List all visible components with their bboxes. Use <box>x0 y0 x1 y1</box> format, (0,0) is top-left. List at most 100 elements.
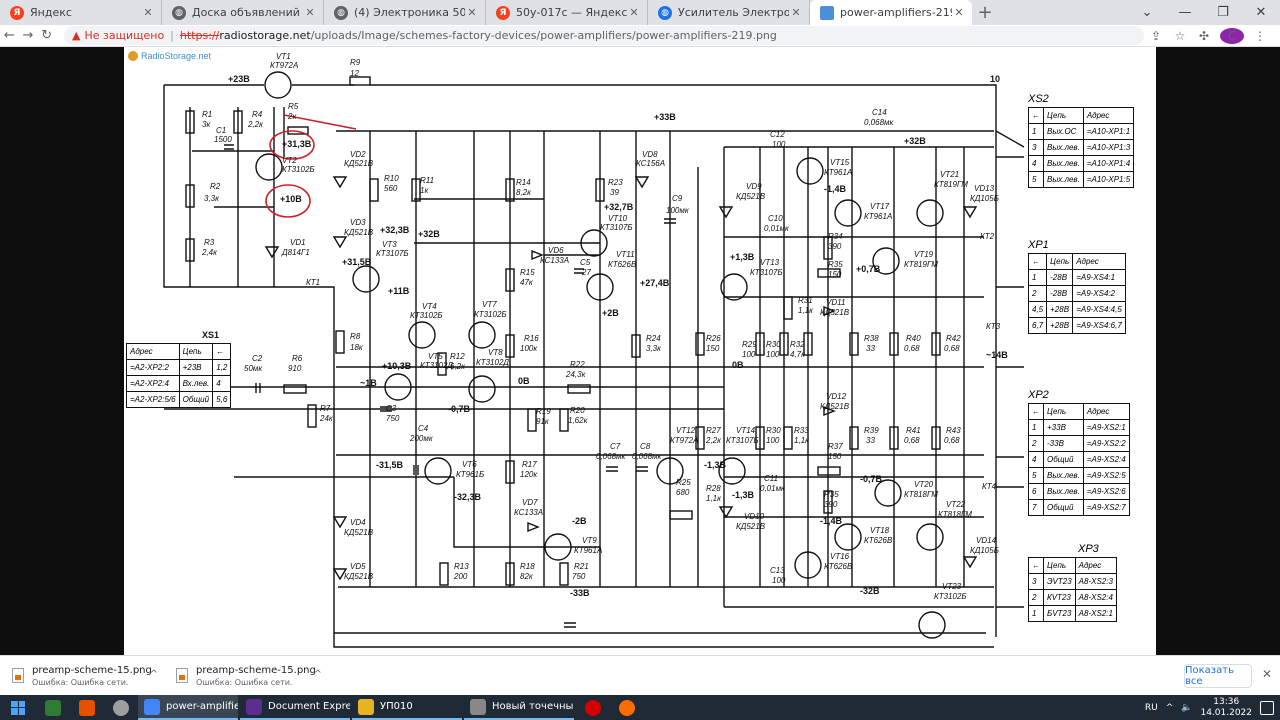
schematic-label: КД521В <box>344 228 374 237</box>
tab-5[interactable]: power-amplifiers-219.png (2353✕ <box>810 0 972 25</box>
not-secure-label[interactable]: Не защищено <box>84 29 165 42</box>
table-row: 4,5+28В=А9-XS4:4,5 <box>1027 301 1126 318</box>
taskbar-app-settings[interactable] <box>104 695 138 720</box>
table-cell: +28В <box>1046 301 1074 318</box>
schematic-label: КТ819ГМ <box>904 260 938 269</box>
notifications-icon[interactable] <box>1260 700 1274 715</box>
table-cell: =А9-XS2:7 <box>1082 499 1130 516</box>
tab-title: Яндекс <box>30 6 72 19</box>
close-window-button[interactable]: ✕ <box>1255 5 1267 20</box>
clock[interactable]: 13:36 14.01.2022 <box>1200 697 1252 718</box>
tab-close-icon[interactable]: ✕ <box>791 6 801 19</box>
schematic-label: VD14 <box>976 536 997 545</box>
language-indicator[interactable]: RU <box>1144 702 1158 713</box>
reload-button[interactable]: ↻ <box>41 28 53 43</box>
schematic-label: VD10 <box>744 512 765 521</box>
tab-close-icon[interactable]: ✕ <box>143 6 153 19</box>
download-status: Ошибка: Ошибка сети. <box>32 677 129 687</box>
taskbar-window-title: УП010 <box>380 701 413 712</box>
taskbar-app-monitor[interactable] <box>36 695 70 720</box>
volume-icon[interactable]: 🔈 <box>1181 702 1193 713</box>
table-cell: 1 <box>1028 605 1044 622</box>
menu-kebab-icon[interactable]: ⋮ <box>1254 28 1267 43</box>
share-icon[interactable]: ⇪ <box>1150 28 1162 43</box>
address-bar[interactable]: ▲ Не защищено | https:// radiostorage.ne… <box>64 26 1145 45</box>
minimize-button[interactable]: — <box>1178 5 1192 20</box>
schematic-label: 100мк <box>666 206 689 215</box>
windows-taskbar: power-amplifiers-...Document Expres... УП… <box>0 695 1280 720</box>
table-row: 1+33В=А9-XS2:1 <box>1028 419 1130 436</box>
taskbar-window-2[interactable]: УП010 <box>352 695 462 720</box>
table-cell: А8-XS2:4 <box>1074 589 1117 606</box>
table-cell: =А9-XS2:2 <box>1082 435 1130 452</box>
schematic-label: -1,3В <box>704 460 727 470</box>
watermark-logo-icon <box>128 51 138 61</box>
forward-button[interactable]: → <box>22 28 34 43</box>
start-button[interactable] <box>0 695 36 720</box>
schematic-label: КД521В <box>736 192 766 201</box>
tab-2[interactable]: ◍(4) Электроника 50У-017С наст✕ <box>324 0 486 25</box>
app-icon <box>144 698 160 715</box>
schematic-label: КС133А <box>540 256 570 265</box>
schematic-label: 12 <box>350 69 359 78</box>
tab-close-icon[interactable]: ✕ <box>629 6 639 19</box>
warning-icon[interactable]: ▲ <box>72 29 81 42</box>
tab-close-icon[interactable]: ✕ <box>467 6 477 19</box>
schematic-label: КД521В <box>344 572 374 581</box>
schematic-label: 18к <box>350 343 363 352</box>
table-cell: =А10-XP1:4 <box>1082 155 1135 172</box>
taskbar-app-opera[interactable] <box>576 695 610 720</box>
table-cell: 3 <box>1028 573 1044 590</box>
schematic-label: VD7 <box>522 498 538 507</box>
schematic-label: R8 <box>350 332 361 341</box>
schematic-label: VD13 <box>974 184 995 193</box>
taskbar-window-0[interactable]: power-amplifiers-... <box>138 695 238 720</box>
bookmark-star-icon[interactable]: ☆ <box>1174 28 1186 43</box>
chevron-up-icon[interactable]: ^ <box>313 668 322 680</box>
schematic-label: 0,01мк <box>764 224 789 233</box>
schematic-label: R22 <box>570 360 585 369</box>
close-downloads-bar-icon[interactable]: ✕ <box>1261 667 1272 681</box>
back-button[interactable]: ← <box>3 28 15 43</box>
schematic-image[interactable]: RadioStorage.net <box>124 47 1156 655</box>
tab-4[interactable]: ◍Усилитель Электроника 50У-17✕ <box>648 0 810 25</box>
taskbar-window-3[interactable]: Новый точечны... <box>464 695 574 720</box>
taskbar-app-paint[interactable] <box>70 695 104 720</box>
clock-date: 14.01.2022 <box>1200 707 1252 718</box>
schematic-label: R43 <box>946 426 961 435</box>
tray-chevron-icon[interactable]: ^ <box>1165 702 1174 713</box>
table-cell: =А9-XS2:1 <box>1082 419 1130 436</box>
schematic-label: R40 <box>906 334 921 343</box>
taskbar-app-firefox[interactable] <box>610 695 644 720</box>
extensions-puzzle-icon[interactable]: ✣ <box>1198 28 1210 43</box>
schematic-label: C7 <box>610 442 621 451</box>
image-viewer: RadioStorage.net <box>0 47 1280 655</box>
taskbar-window-1[interactable]: Document Expres... <box>240 695 350 720</box>
tab-1[interactable]: ◍Доска объявлений сайта "Отеч✕ <box>162 0 324 25</box>
tab-close-icon[interactable]: ✕ <box>305 6 315 19</box>
maximize-button[interactable]: ❐ <box>1217 5 1229 20</box>
app-icon <box>470 698 486 715</box>
schematic-label: 750 <box>386 414 400 423</box>
tab-close-icon[interactable]: ✕ <box>954 6 964 19</box>
new-tab-button[interactable]: + <box>977 2 993 23</box>
schematic-label: КТ972А <box>670 436 699 445</box>
schematic-label: 33 <box>866 344 875 353</box>
table-cell: =А2-XP2:2 <box>126 359 180 376</box>
schematic-label: VD11 <box>826 298 846 307</box>
chevron-up-icon[interactable]: ^ <box>149 668 158 680</box>
tab-search-icon[interactable]: ⌄ <box>1141 5 1153 20</box>
url-path: /uploads/Image/schemes-factory-devices/p… <box>310 29 777 42</box>
schematic-label: КТ961Б <box>456 470 485 479</box>
show-all-downloads-button[interactable]: Показать все <box>1184 664 1252 688</box>
profile-avatar[interactable]: C <box>1220 27 1245 44</box>
